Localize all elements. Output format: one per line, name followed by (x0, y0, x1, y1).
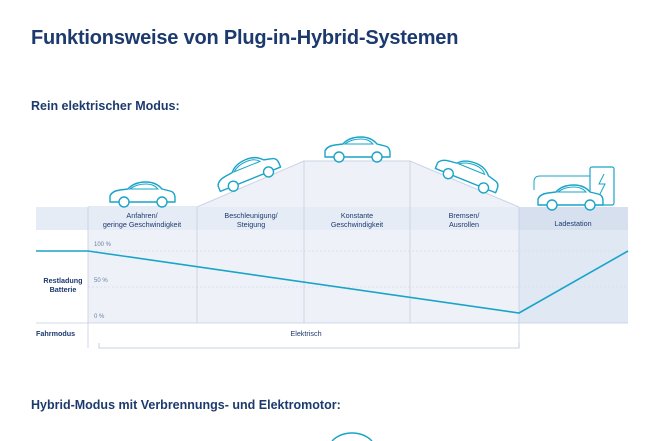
drive-mode-label: Fahrmodus (36, 329, 75, 338)
phase-dividers (87, 161, 520, 348)
section-heading-electric: Rein elektrischer Modus: (31, 99, 180, 113)
drive-mode-bracket (98, 343, 520, 349)
phase-3-line2: Geschwindigkeit (331, 220, 383, 229)
phase-1-line1: Anfahren/ (126, 211, 157, 220)
grid-lines (88, 250, 628, 288)
phase-header-band (36, 207, 519, 230)
battery-label-line2: Batterie (50, 285, 77, 294)
car-icon-start (109, 181, 176, 208)
page-title: Funktionsweise von Plug-in-Hybrid-System… (31, 27, 459, 49)
phase-4-line1: Bremsen/ (449, 211, 480, 220)
battery-label-line1: Restladung (43, 276, 82, 285)
tick-100: 100 % (94, 242, 112, 248)
drive-mode-value: Elektrisch (290, 329, 321, 338)
phase-4-line2: Ausrollen (449, 220, 479, 229)
phase-3-line1: Konstante (341, 211, 373, 220)
tick-0: 0 % (94, 314, 105, 320)
car-icon-charging (537, 184, 604, 211)
tick-50: 50 % (94, 278, 108, 284)
phase-2-line1: Beschleunigung/ (224, 211, 277, 220)
phase-2-line2: Steigung (237, 220, 265, 229)
phase-1-line2: geringe Geschwindigkeit (103, 220, 181, 229)
section-heading-hybrid: Hybrid-Modus mit Verbrennungs- und Elekt… (31, 398, 341, 412)
battery-charge-line (36, 250, 629, 314)
phase-5-label: Ladestation (554, 219, 591, 228)
road-profile (88, 161, 628, 323)
charge-header-band (519, 207, 628, 230)
car-icon-hybrid-partial (331, 432, 373, 441)
car-icon-cruise (324, 136, 391, 163)
